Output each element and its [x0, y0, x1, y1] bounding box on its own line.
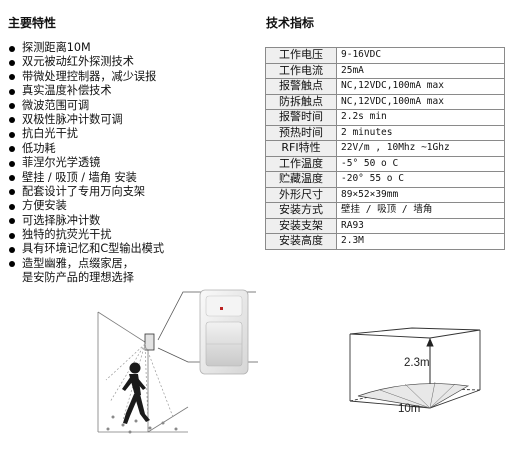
spec-value: 25mA — [336, 62, 505, 79]
height-label: 2.3m — [404, 357, 430, 369]
features-title: 主要特性 — [8, 16, 57, 30]
spec-value: 壁挂 / 吸顶 / 墙角 — [336, 202, 505, 219]
feature-item: 菲涅尔光学透镜 — [8, 156, 258, 170]
feature-item: 微波范围可调 — [8, 99, 258, 113]
spec-key: 预热时间 — [265, 124, 337, 141]
spec-key: 安装支架 — [265, 217, 337, 234]
wall-detector-icon — [144, 333, 155, 351]
spec-value: 2.2s min — [336, 109, 505, 126]
spec-value: 2.3M — [336, 233, 505, 250]
feature-item: 双极性脉冲计数可调 — [8, 113, 258, 127]
spec-value: 2 minutes — [336, 124, 505, 141]
table-row: 贮藏温度-20° 55 o C — [265, 171, 505, 188]
feature-item: 探测距离10M — [8, 41, 258, 55]
spec-key: 工作电压 — [265, 47, 337, 64]
spec-key: 防拆触点 — [265, 93, 337, 110]
spec-key: 报警时间 — [265, 109, 337, 126]
spec-key: RFI特性 — [265, 140, 337, 157]
feature-item: 壁挂 / 吸顶 / 墙角 安装 — [8, 171, 258, 185]
spec-value: 22V/m , 10Mhz ~1Ghz — [336, 140, 505, 157]
spec-key: 安装高度 — [265, 233, 337, 250]
spec-key: 外形尺寸 — [265, 186, 337, 203]
feature-item: 带微处理控制器，减少误报 — [8, 70, 258, 84]
table-row: 安装方式壁挂 / 吸顶 / 墙角 — [265, 202, 505, 219]
spec-value: NC,12VDC,100mA max — [336, 78, 505, 95]
spec-value: 89×52×39mm — [336, 186, 505, 203]
feature-item: 具有环境记忆和C型输出模式 — [8, 242, 258, 256]
detection-scene-illustration — [97, 289, 258, 434]
spec-value: 9-16VDC — [336, 47, 505, 64]
spec-key: 安装方式 — [265, 202, 337, 219]
feature-item-continuation: 是安防产品的理想选择 — [22, 271, 134, 285]
specs-title: 技术指标 — [266, 16, 315, 30]
spec-value: NC,12VDC,100mA max — [336, 93, 505, 110]
spec-key: 工作温度 — [265, 155, 337, 172]
feature-item: 方便安装 — [8, 199, 258, 213]
features-list: 探测距离10M 双元被动红外探测技术 带微处理控制器，减少误报 真实温度补偿技术… — [8, 41, 258, 286]
feature-item: 抗白光干扰 — [8, 127, 258, 141]
spec-key: 贮藏温度 — [265, 171, 337, 188]
feature-item: 真实温度补偿技术 — [8, 84, 258, 98]
feature-item: 双元被动红外探测技术 — [8, 55, 258, 69]
feature-item: 配套设计了专用万向支架 — [8, 185, 258, 199]
motion-detector-product-image — [199, 289, 249, 375]
spec-value: RA93 — [336, 217, 505, 234]
spec-key: 工作电流 — [265, 62, 337, 79]
spec-value: -5° 50 o C — [336, 155, 505, 172]
walking-person-icon — [122, 362, 150, 424]
spec-value: -20° 55 o C — [336, 171, 505, 188]
table-row: 工作温度-5° 50 o C — [265, 155, 505, 172]
feature-item: 可选择脉冲计数 — [8, 214, 258, 228]
coverage-fan-icon — [357, 383, 470, 409]
coverage-diagram: 2.3m 10m — [349, 327, 481, 415]
feature-item: 独特的抗荧光干扰 — [8, 228, 258, 242]
feature-item: 低功耗 — [8, 142, 258, 156]
detection-beams-icon — [105, 343, 174, 423]
range-label: 10m — [398, 403, 420, 415]
feature-item: 造型幽雅，点缀家居， — [8, 257, 258, 271]
spec-key: 报警触点 — [265, 78, 337, 95]
